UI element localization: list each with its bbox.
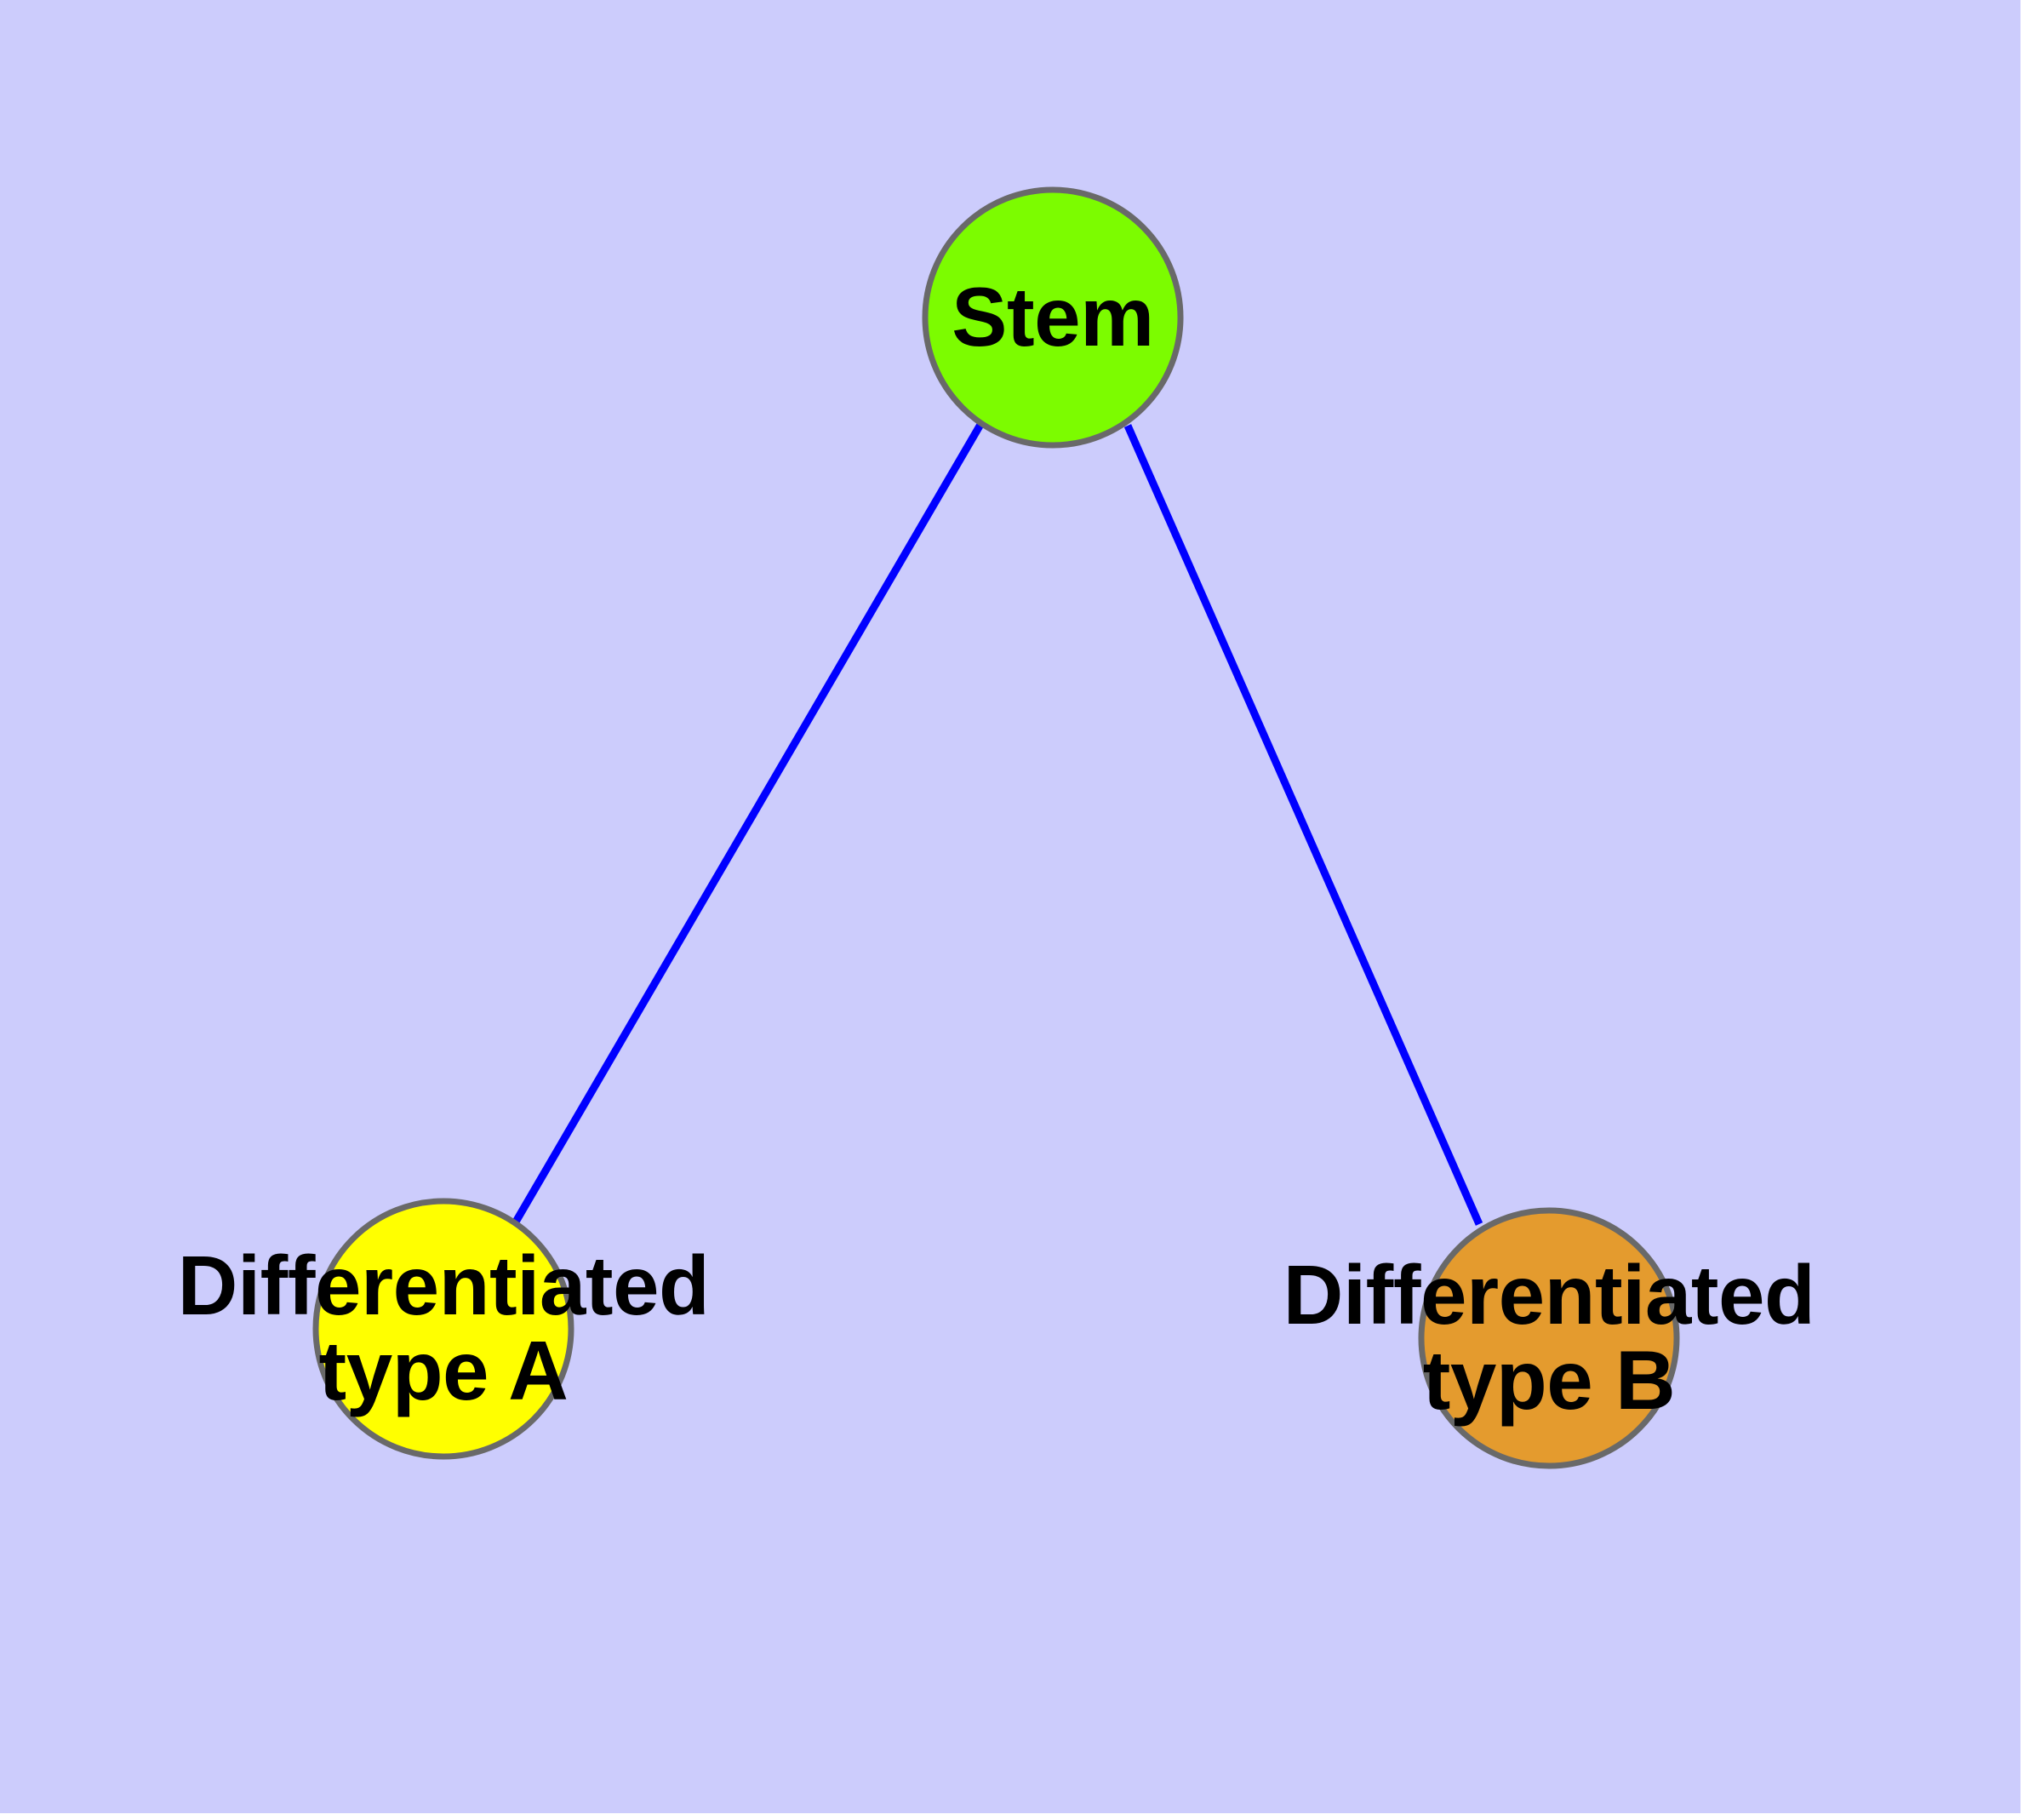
node-type-b[interactable] [1418, 1207, 1680, 1469]
edge-stem-to-type-a[interactable] [512, 421, 985, 1226]
node-stem[interactable] [922, 186, 1184, 449]
node-layer [312, 186, 1680, 1469]
edge-layer [512, 421, 1483, 1226]
node-type-a[interactable] [312, 1198, 574, 1460]
edge-stem-to-type-b[interactable] [1123, 424, 1483, 1226]
